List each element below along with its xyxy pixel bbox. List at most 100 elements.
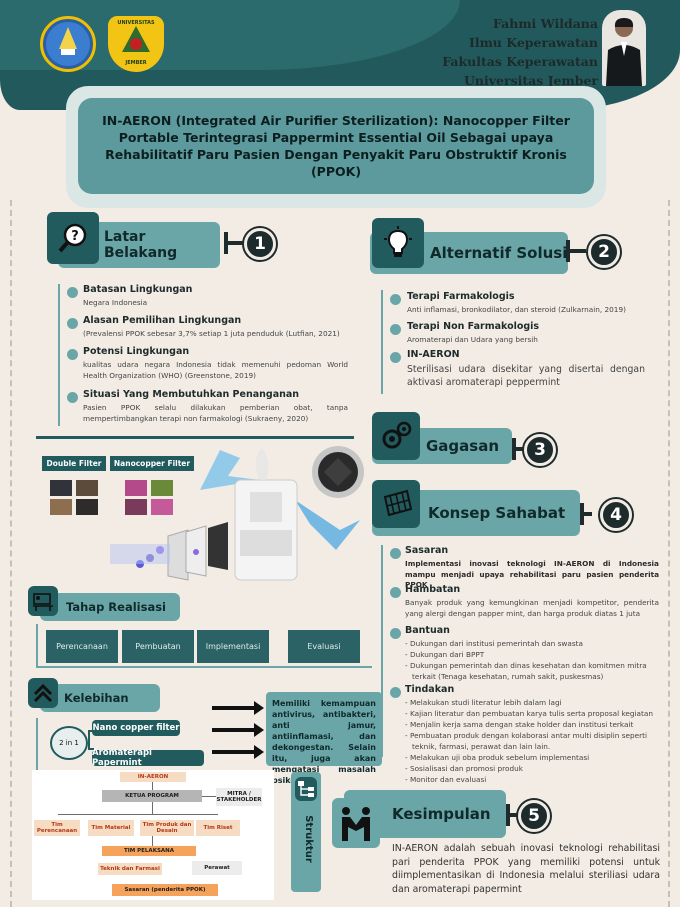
alternatif-item-3-title: IN-AERON	[407, 349, 460, 360]
konsep-number-badge: 4	[600, 499, 632, 531]
org-chart: IN-AERON KETUA PROGRAM MITRA / STAKEHOLD…	[32, 770, 274, 900]
tindakan-line-2: - Kajian literatur dan pembuatan karya t…	[405, 709, 653, 718]
jember-logo-icon	[122, 26, 150, 52]
latar-item-2-title: Alasan Pemilihan Lingkungan	[83, 315, 242, 326]
double-filter-label: Double Filter	[42, 456, 106, 471]
gagasan-connector	[512, 447, 524, 451]
lightbulb-icon	[384, 226, 412, 257]
tindakan-line-8: - Monitor dan evaluasi	[405, 775, 487, 784]
tindakan-line-4: - Pembuatan produk dengan kolaborasi ant…	[405, 731, 648, 740]
tutwuri-logo-icon	[46, 22, 90, 66]
hambatan-bullet	[390, 587, 401, 598]
tahap-heading-text: Tahap Realisasi	[66, 600, 166, 614]
org-line-mitra	[202, 796, 216, 797]
org-teknik: Teknik dan Farmasi	[98, 863, 162, 875]
tindakan-line-3: - Menjalin kerja sama dengan stake holde…	[405, 720, 634, 729]
alternatif-item-1-body: Anti inflamasi, bronkodilator, dan stero…	[407, 305, 626, 314]
tindakan-line-6: - Melakukan uji oba produk sebelum imple…	[405, 753, 590, 762]
org-perawat: Perawat	[192, 861, 242, 875]
sasaran-body: Implementasi inovasi teknologi IN-AERON …	[405, 559, 659, 589]
right-dashed-border	[668, 200, 670, 907]
latar-item-3-body: kualitas udara negara Indonesia tidak me…	[83, 360, 348, 380]
konsep-connector	[580, 512, 592, 516]
author-program: Ilmu Keperawatan	[468, 35, 598, 50]
gears-icon	[382, 421, 412, 449]
alternatif-vertical-rule	[381, 290, 383, 394]
author-faculty: Fakultas Keperawatan	[442, 54, 598, 69]
bantuan-line-2: - Dukungan dari BPPT	[405, 650, 485, 659]
kelebihan-left-rule	[36, 718, 38, 770]
kesimpulan-body: IN-AERON adalah sebuah inovasi teknologi…	[392, 843, 660, 895]
gagasan-number-badge: 3	[524, 434, 556, 466]
org-line-root	[152, 782, 153, 790]
poster-title: IN-AERON (Integrated Air Purifier Steril…	[102, 113, 570, 179]
latar-vertical-rule	[58, 284, 60, 426]
alternatif-item-2-title: Terapi Non Farmakologis	[407, 321, 540, 332]
svg-text:?: ?	[71, 229, 79, 244]
question-magnifier-icon: ?	[58, 223, 87, 253]
konsep-vertical-rule	[381, 545, 383, 757]
latar-bullet-1	[67, 287, 78, 298]
alternatif-bullet-3	[390, 352, 401, 363]
latar-item-3-title: Potensi Lingkungan	[83, 346, 190, 357]
tindakan-line-5: teknik, farmasi, perawat dan lain lain.	[412, 742, 551, 751]
org-mitra: MITRA / STAKEHOLDER	[216, 788, 262, 806]
title-box: IN-AERON (Integrated Air Purifier Steril…	[78, 98, 594, 194]
handshake-icon	[342, 807, 370, 841]
org-line-tims	[58, 814, 218, 815]
org-ketua: KETUA PROGRAM	[102, 790, 202, 802]
chevron-up-icon	[33, 683, 53, 703]
double-filter-photo-3	[50, 499, 72, 515]
alternatif-number-badge: 2	[588, 236, 620, 268]
struktur-label: Struktur	[303, 815, 314, 863]
kesimpulan-heading-text: Kesimpulan	[392, 805, 491, 823]
author-university: Universitas Jember	[464, 73, 598, 88]
tindakan-bullet	[390, 687, 401, 698]
org-sasaran: Sasaran (penderita PPOK)	[112, 884, 218, 896]
alternatif-connector-cap	[566, 240, 570, 262]
konsep-connector-cap	[580, 503, 584, 525]
alternatif-bullet-2	[390, 324, 401, 335]
tindakan-line-1: - Melakukan studi literatur lebih dalam …	[405, 698, 562, 707]
alternatif-heading-text: Alternatif Solusi	[430, 244, 568, 262]
org-tim-riset: Tim Riset	[196, 820, 240, 836]
author-photo	[602, 10, 646, 86]
jember-logo-top-text: UNIVERSITAS	[117, 20, 155, 26]
bantuan-title: Bantuan	[405, 625, 450, 636]
latar-bottom-rule	[36, 436, 354, 439]
nanocopper-photo-3	[125, 499, 147, 515]
gagasan-icon-box	[372, 412, 420, 460]
tahap-bottom-rule	[36, 666, 372, 668]
tindakan-title: Tindakan	[405, 684, 455, 695]
latar-item-4-title: Situasi Yang Membutuhkan Penanganan	[83, 389, 300, 400]
latar-item-4-body: Pasien PPOK selalu dilakukan pemberian o…	[83, 403, 348, 423]
stage-implementasi: Implementasi	[197, 630, 269, 663]
nanocopper-photo-2	[151, 480, 173, 496]
hambatan-title: Hambatan	[405, 584, 461, 595]
kesimpulan-number-badge: 5	[518, 800, 550, 832]
stage-evaluasi: Evaluasi	[288, 630, 360, 663]
person-icon	[602, 10, 646, 86]
bantuan-line-3: - Dukungan pemerintah dan dinas kesehata…	[405, 661, 647, 670]
jember-logo: UNIVERSITAS JEMBER	[108, 16, 164, 72]
sasaran-bullet	[390, 548, 401, 559]
arrows-graphic	[212, 701, 264, 759]
double-filter-photo-1	[50, 480, 72, 496]
jember-logo-bottom-text: JEMBER	[125, 60, 147, 66]
latar-bullet-2	[67, 318, 78, 329]
kesimpulan-icon-box	[332, 798, 380, 848]
bantuan-line-4: terkait (Tenaga kesehatan, rumah sakit, …	[412, 672, 604, 681]
alternatif-item-2-body: Aromaterapi dan Udara yang bersih	[407, 335, 538, 344]
org-line-pelaksana	[152, 836, 153, 846]
org-tim-perencanaan: Tim Perencanaan	[34, 820, 80, 836]
tahap-left-rule	[36, 624, 38, 666]
tahap-heading: Tahap Realisasi	[40, 593, 180, 621]
alternatif-icon-box	[372, 218, 424, 268]
latar-icon-box: ?	[47, 212, 99, 264]
struktur-icon-box	[295, 777, 317, 801]
double-filter-photo-4	[76, 499, 98, 515]
org-root: IN-AERON	[120, 772, 186, 782]
tindakan-line-7: - Sosialisasi dan promosi produk	[405, 764, 523, 773]
org-tim-produk: Tim Produk dan Desain	[140, 820, 194, 836]
author-name: Fahmi Wildana	[492, 16, 598, 31]
